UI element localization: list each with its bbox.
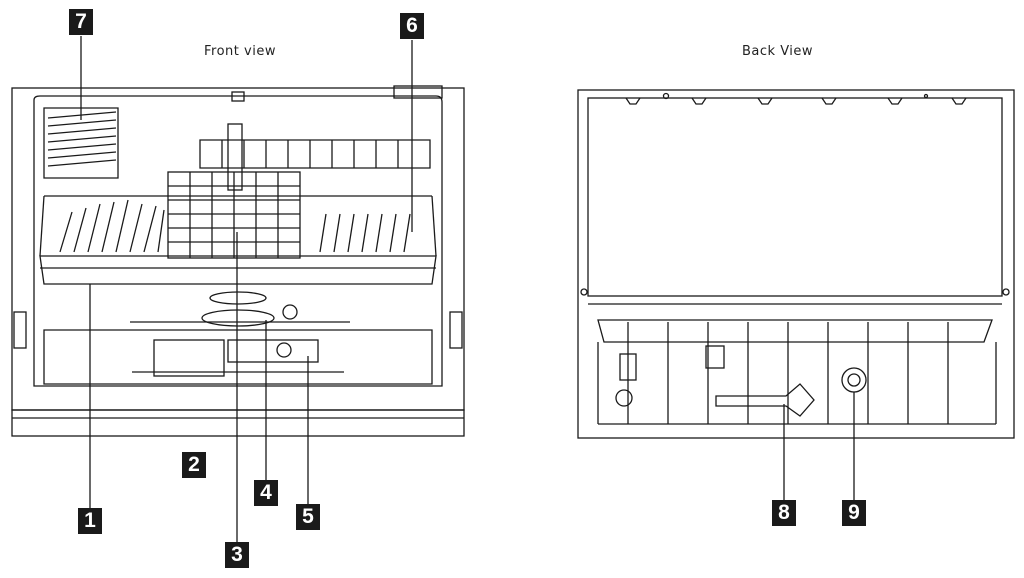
drain-hose <box>715 383 815 417</box>
top-brackets <box>625 92 967 105</box>
callout-4: 4 <box>254 480 278 506</box>
callout-2: 2 <box>182 452 206 478</box>
right-hinge <box>449 311 463 349</box>
back-lower-panel <box>597 319 997 425</box>
back-view-drawing <box>577 89 1015 500</box>
callout-7: 7 <box>69 9 93 35</box>
spray-arm <box>130 291 350 327</box>
callout-3: 3 <box>225 542 249 568</box>
top-latch <box>231 91 245 102</box>
back-view-title: Back View <box>742 44 814 59</box>
cup-shelf <box>199 139 431 169</box>
filter-tray <box>43 329 433 385</box>
cutlery-basket <box>167 123 301 259</box>
callout-8: 8 <box>772 500 796 526</box>
spray-vents <box>43 107 119 179</box>
callout-6: 6 <box>400 13 424 39</box>
back-housing <box>577 89 1015 439</box>
front-base <box>11 409 465 437</box>
rinse-aid-dispenser <box>227 339 319 363</box>
dish-rack <box>39 195 437 285</box>
front-leader-lines <box>80 36 413 542</box>
front-view-drawing <box>11 36 465 542</box>
front-tub <box>33 95 443 387</box>
water-inlet <box>841 367 867 393</box>
front-view-title: Front view <box>204 44 276 59</box>
back-upper-panel <box>587 97 1003 297</box>
left-hinge <box>13 311 27 349</box>
callout-1: 1 <box>78 508 102 534</box>
detergent-dispenser <box>153 339 225 377</box>
callout-9: 9 <box>842 500 866 526</box>
callout-5: 5 <box>296 504 320 530</box>
